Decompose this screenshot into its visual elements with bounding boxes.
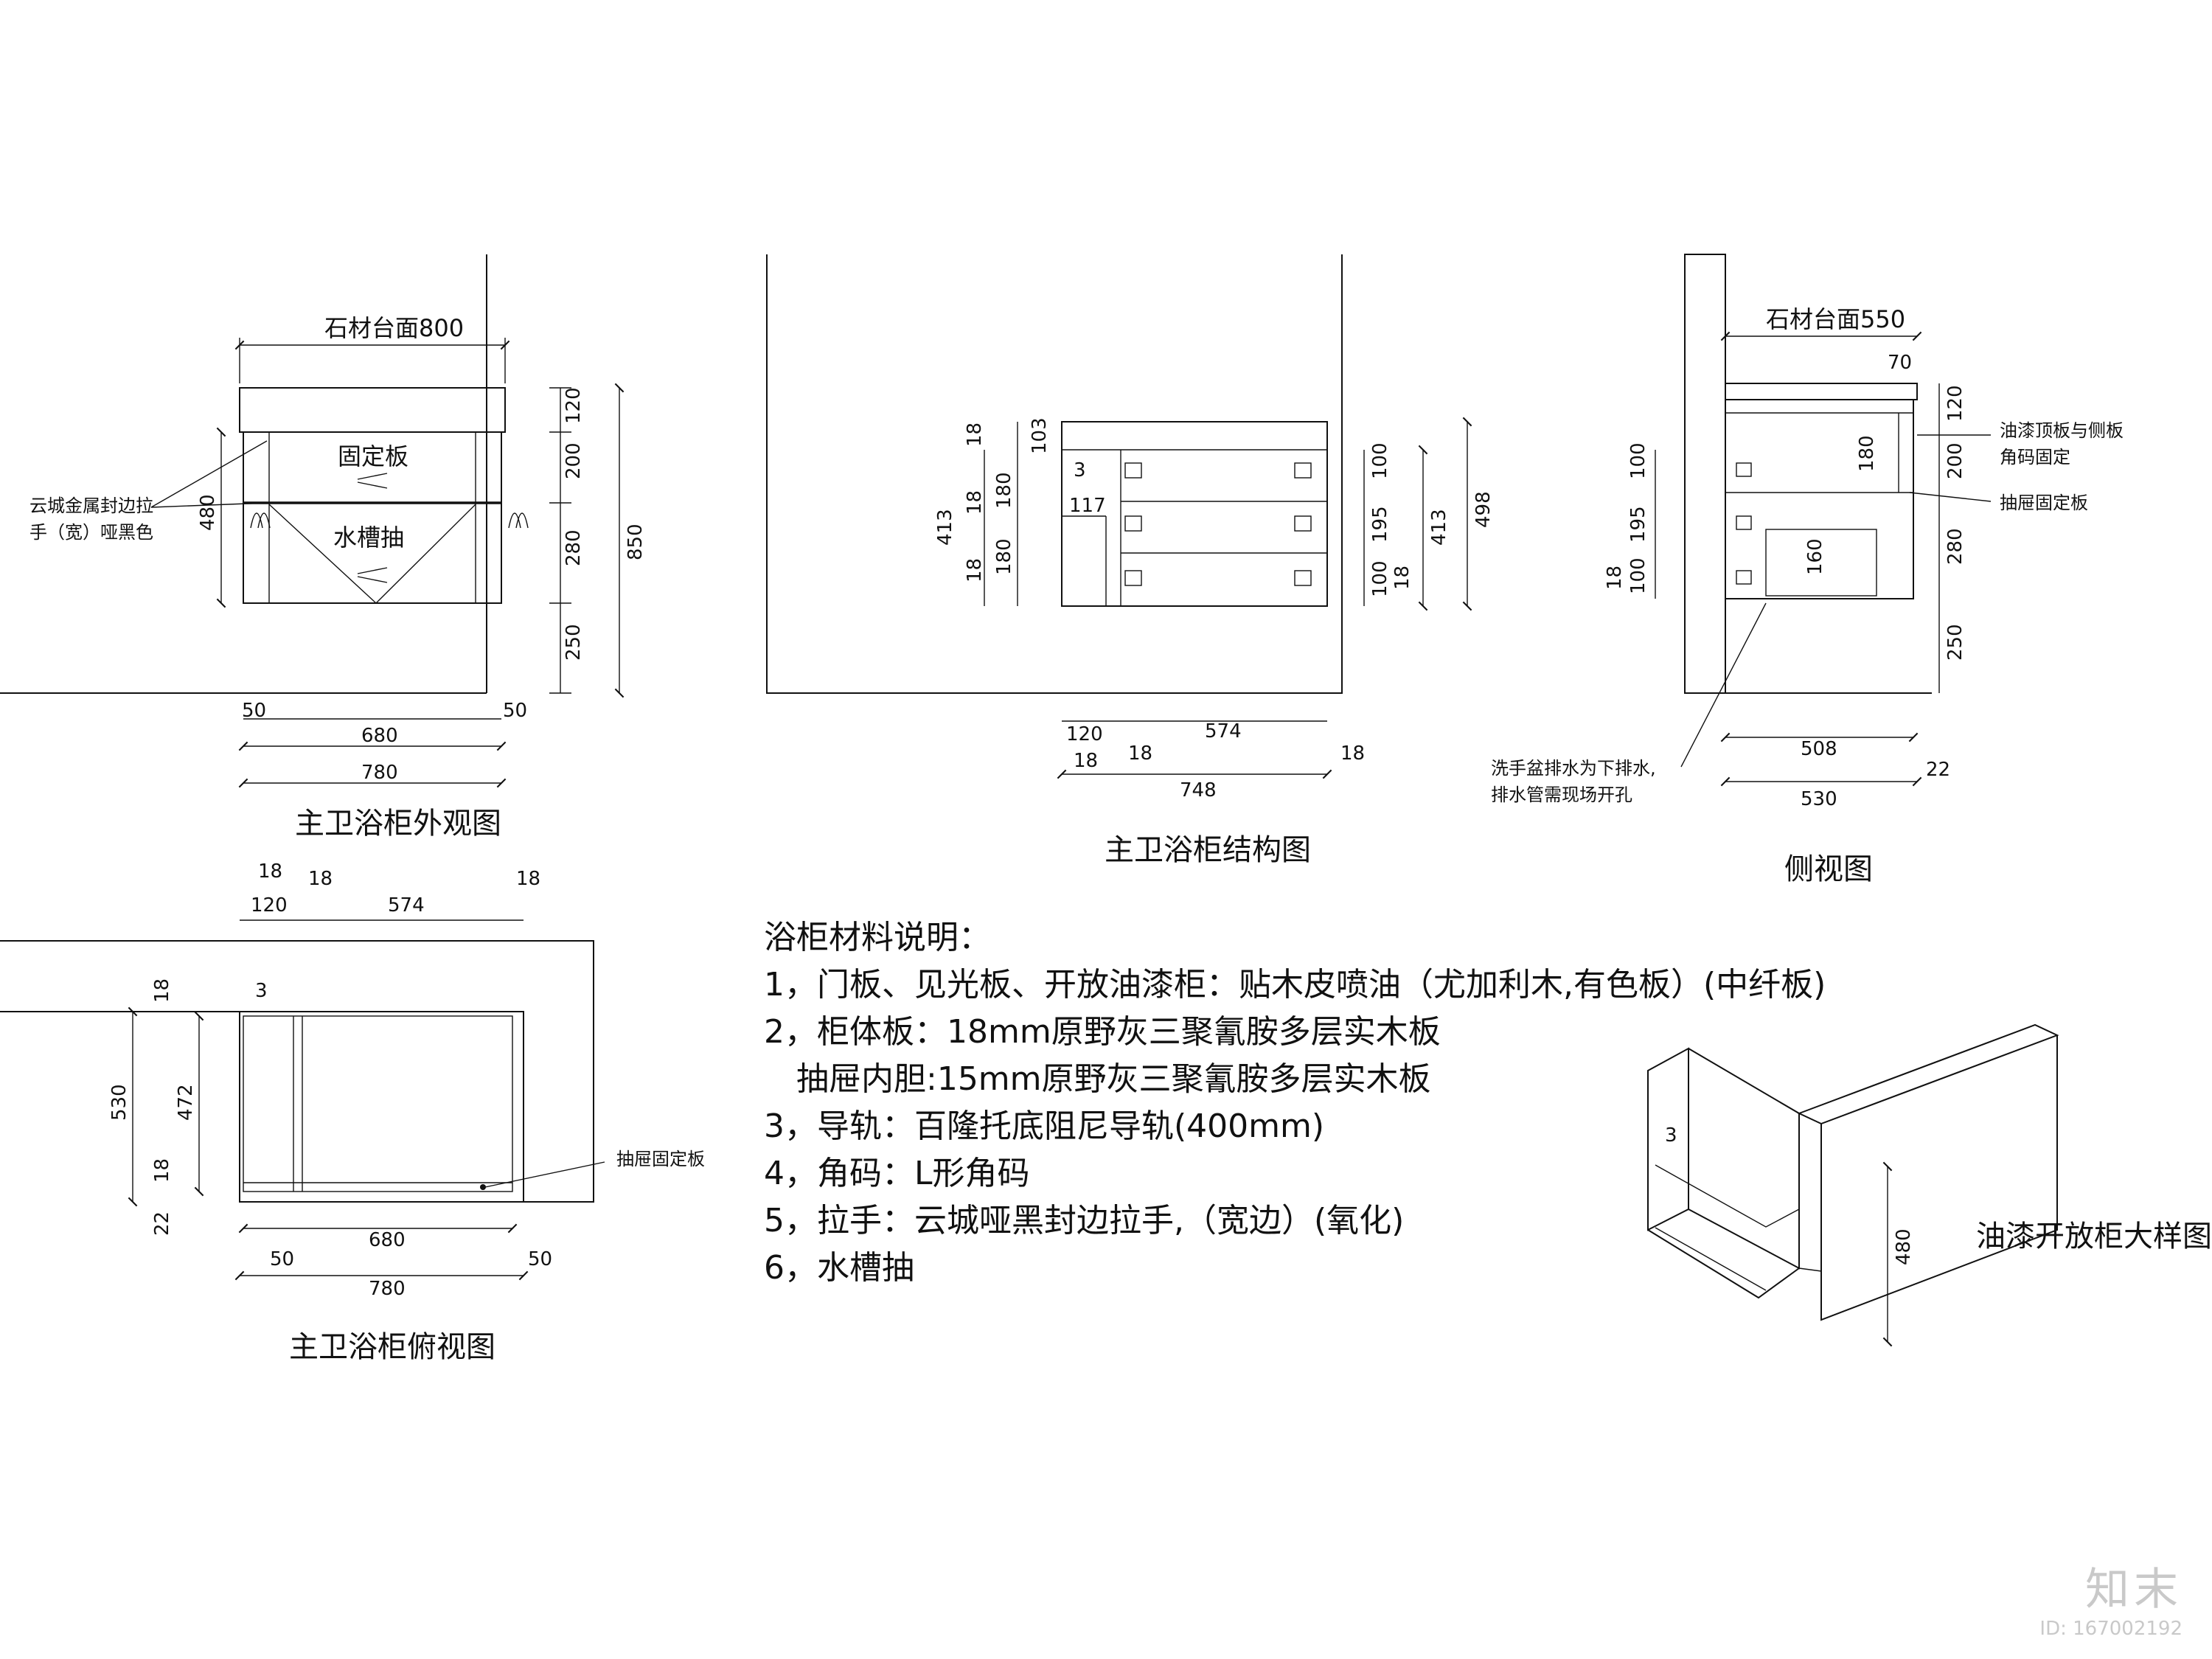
side-dim-100b: 100 — [1627, 557, 1649, 594]
structure-dim-18c: 18 — [964, 558, 986, 582]
structure-dim-498: 498 — [1472, 491, 1495, 528]
front-dim-250: 250 — [563, 624, 585, 661]
front-dim-50-right: 50 — [503, 700, 527, 722]
structure-dim-100a: 100 — [1369, 442, 1391, 479]
side-dim-22: 22 — [1926, 759, 1950, 781]
front-top-label: 石材台面800 — [324, 314, 464, 342]
watermark: 知末 ID: 167002192 — [2039, 1554, 2183, 1640]
side-dim-18: 18 — [1604, 566, 1626, 590]
front-dim-50-left: 50 — [242, 700, 266, 722]
detail-view-title: 油漆开放柜大样图 — [1976, 1220, 2212, 1253]
front-dim-850: 850 — [625, 524, 647, 560]
structure-dim-413-left: 413 — [934, 509, 956, 546]
side-top-label: 石材台面550 — [1766, 305, 1905, 333]
plan-dim-50b: 50 — [528, 1248, 552, 1270]
material-notes: 浴柜材料说明： 1，门板、见光板、开放油漆柜：贴木皮喷油（尤加利木,有色板）(中… — [764, 914, 1944, 1292]
plan-dim-3: 3 — [255, 980, 268, 1002]
structure-dim-180b: 180 — [993, 538, 1015, 575]
side-view: 石材台面550 70 120 200 280 250 180 160 100 1… — [1491, 254, 2124, 886]
front-panel-sink: 水槽抽 — [333, 524, 404, 552]
plan-dim-18a: 18 — [258, 860, 282, 883]
structure-dim-180a: 180 — [993, 472, 1015, 509]
side-dim-70: 70 — [1888, 352, 1912, 374]
plan-dim-120: 120 — [251, 894, 288, 917]
structure-dim-18-b3: 18 — [1340, 742, 1365, 765]
structure-view: 18 103 3 117 18 180 413 18 180 100 195 1… — [766, 254, 1495, 867]
plan-dim-22: 22 — [151, 1211, 173, 1236]
detail-dim-480: 480 — [1893, 1228, 1915, 1265]
plan-view: 抽屉固定板 18 18 120 574 18 18 3 530 472 18 2… — [0, 860, 705, 1364]
material-line-5: 4，角码：L形角码 — [764, 1155, 1030, 1192]
side-dim-100a: 100 — [1627, 442, 1649, 479]
plan-dim-18c: 18 — [516, 868, 540, 890]
structure-dim-18a: 18 — [964, 422, 986, 447]
structure-dim-103: 103 — [1029, 417, 1051, 454]
structure-dim-18b: 18 — [964, 490, 986, 515]
front-panel-fixed: 固定板 — [338, 442, 408, 470]
structure-view-title: 主卫浴柜结构图 — [1105, 833, 1311, 867]
plan-dim-574: 574 — [388, 894, 425, 917]
structure-dim-117: 117 — [1069, 495, 1106, 517]
front-view: 石材台面800 480 云城金属封边拉 手（宽）哑黑色 固定板 水槽抽 120 … — [0, 254, 647, 841]
front-dim-680: 680 — [361, 725, 398, 747]
plan-view-title: 主卫浴柜俯视图 — [289, 1330, 495, 1364]
watermark-logo: 知末 — [2085, 1564, 2183, 1615]
front-dim-280: 280 — [563, 529, 585, 566]
material-line-2: 2，柜体板：18mm原野灰三聚氰胺多层实木板 — [764, 1013, 1441, 1051]
side-note-corner-1: 油漆顶板与侧板 — [2000, 420, 2124, 441]
structure-dim-413-right: 413 — [1428, 509, 1450, 546]
side-dim-200: 200 — [1944, 442, 1966, 479]
side-note-drain-2: 排水管需现场开孔 — [1491, 785, 1632, 805]
plan-dim-18-l2: 18 — [151, 1158, 173, 1183]
plan-note-drawer-plate: 抽屉固定板 — [616, 1149, 705, 1169]
front-view-title: 主卫浴柜外观图 — [295, 807, 501, 841]
structure-dim-18-b1: 18 — [1074, 750, 1098, 772]
side-dim-530: 530 — [1801, 788, 1837, 810]
material-line-6: 5，拉手：云城哑黑封边拉手,（宽边）(氧化) — [764, 1202, 1405, 1239]
plan-dim-18-l1: 18 — [151, 978, 173, 1003]
detail-dim-3: 3 — [1665, 1124, 1677, 1147]
side-dim-280: 280 — [1944, 528, 1966, 565]
front-dim-120: 120 — [563, 387, 585, 424]
front-dim-200: 200 — [563, 442, 585, 479]
material-line-3: 抽屉内胆:15mm原野灰三聚氰胺多层实木板 — [764, 1060, 1431, 1098]
structure-dim-18-right: 18 — [1391, 566, 1413, 590]
material-heading: 浴柜材料说明： — [764, 919, 991, 956]
front-dim-780: 780 — [361, 762, 398, 784]
structure-dim-195: 195 — [1369, 506, 1391, 543]
structure-dim-3: 3 — [1074, 459, 1086, 481]
plan-dim-530: 530 — [108, 1084, 131, 1121]
plan-dim-18b: 18 — [308, 868, 333, 890]
side-note-drawer-plate: 抽屉固定板 — [2000, 493, 2088, 513]
side-dim-160: 160 — [1804, 538, 1826, 575]
front-handle-note-1: 云城金属封边拉 — [29, 495, 153, 516]
material-line-1: 1，门板、见光板、开放油漆柜：贴木皮喷油（尤加利木,有色板）(中纤板) — [764, 966, 1826, 1004]
plan-dim-680: 680 — [369, 1229, 406, 1251]
side-dim-120: 120 — [1944, 385, 1966, 422]
structure-dim-100b: 100 — [1369, 560, 1391, 597]
structure-dim-120: 120 — [1066, 723, 1103, 745]
detail-view: 480 3 油漆开放柜大样图 — [1647, 1023, 2212, 1347]
structure-dim-18-b2: 18 — [1128, 742, 1152, 765]
structure-dim-748: 748 — [1180, 779, 1217, 801]
plan-dim-780: 780 — [369, 1278, 406, 1300]
material-line-4: 3，导轨：百隆托底阻尼导轨(400mm) — [764, 1107, 1325, 1145]
side-dim-180: 180 — [1856, 435, 1878, 472]
side-note-drain-1: 洗手盆排水为下排水, — [1491, 758, 1656, 779]
plan-dim-472: 472 — [175, 1084, 197, 1121]
side-dim-508: 508 — [1801, 738, 1837, 760]
side-note-corner-2: 角码固定 — [2000, 447, 2070, 467]
material-line-7: 6，水槽抽 — [764, 1249, 914, 1287]
side-dim-250: 250 — [1944, 624, 1966, 661]
front-handle-note-2: 手（宽）哑黑色 — [29, 522, 153, 543]
structure-dim-574: 574 — [1205, 720, 1242, 742]
side-dim-195: 195 — [1627, 506, 1649, 543]
plan-dim-50a: 50 — [270, 1248, 294, 1270]
side-view-title: 侧视图 — [1784, 852, 1873, 886]
watermark-id: ID: 167002192 — [2039, 1618, 2183, 1640]
front-dim-480: 480 — [197, 494, 219, 531]
